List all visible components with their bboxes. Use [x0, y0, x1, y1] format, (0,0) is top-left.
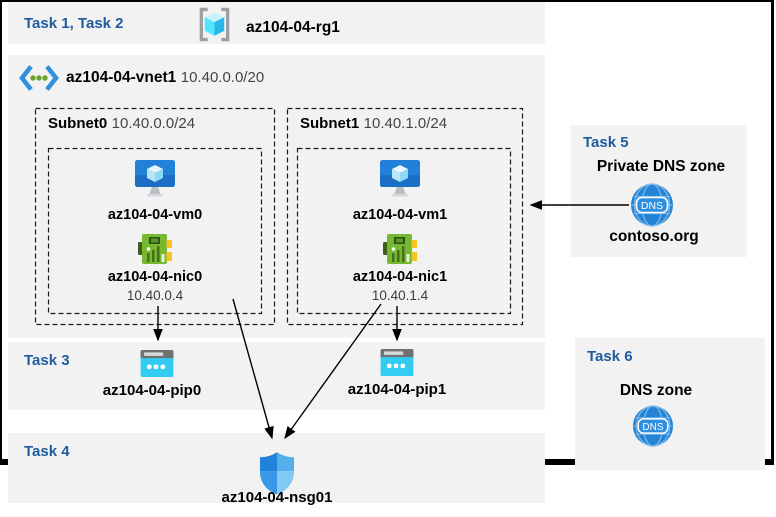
task-6-panel: Task 6	[575, 338, 765, 470]
private-dns-icon: DNS	[630, 183, 674, 232]
private-dns-zone-heading: Private DNS zone	[596, 158, 726, 175]
nsg-name: az104-04-nsg01	[221, 489, 333, 506]
nic1-name: az104-04-nic1	[352, 269, 448, 285]
vm1-icon	[379, 158, 421, 203]
nsg-shield-icon	[258, 451, 296, 500]
task-6-title: Task 6	[587, 348, 633, 365]
vm0-icon	[134, 158, 176, 203]
task-4-title: Task 4	[24, 443, 70, 460]
subnet0-cidr: 10.40.0.0/24	[111, 115, 196, 132]
vnet-box	[8, 55, 545, 338]
nic1-icon	[382, 233, 418, 270]
dns-zone-heading: DNS zone	[619, 382, 693, 399]
resource-group-icon	[196, 6, 233, 48]
pip0-icon	[139, 349, 175, 383]
nic0-ip: 10.40.0.4	[126, 288, 184, 303]
task-1-2-band: Task 1, Task 2	[8, 2, 545, 44]
subnet1-cidr: 10.40.1.0/24	[363, 115, 448, 132]
subnet1-label: Subnet1 10.40.1.0/24	[300, 115, 447, 133]
virtual-network-icon	[18, 63, 60, 98]
task-5-title: Task 5	[583, 134, 629, 151]
private-dns-icon-text: DNS	[641, 200, 663, 212]
nic0-name: az104-04-nic0	[107, 269, 203, 285]
subnet0-name: Subnet0	[48, 115, 108, 132]
resource-group-name: az104-04-rg1	[246, 19, 340, 36]
pip0-name: az104-04-pip0	[102, 382, 202, 399]
vm0-name: az104-04-vm0	[107, 207, 203, 223]
task-3-band: Task 3	[8, 342, 545, 410]
task-1-2-title: Task 1, Task 2	[24, 15, 124, 32]
nic1-ip: 10.40.1.4	[371, 288, 429, 303]
vnet-cidr: 10.40.0.0/20	[180, 69, 265, 86]
dns-zone-icon-text: DNS	[642, 422, 663, 433]
dns-zone-icon: DNS	[632, 405, 674, 452]
vnet-label: az104-04-vnet1 10.40.0.0/20	[66, 69, 264, 87]
task-3-title: Task 3	[24, 352, 70, 369]
subnet0-label: Subnet0 10.40.0.0/24	[48, 115, 195, 133]
pip1-name: az104-04-pip1	[347, 381, 447, 398]
vnet-name: az104-04-vnet1	[66, 69, 177, 86]
nic0-icon	[137, 233, 173, 270]
pip1-icon	[379, 348, 415, 382]
vm1-name: az104-04-vm1	[352, 207, 448, 223]
subnet1-name: Subnet1	[300, 115, 360, 132]
private-dns-zone-name: contoso.org	[609, 228, 699, 245]
